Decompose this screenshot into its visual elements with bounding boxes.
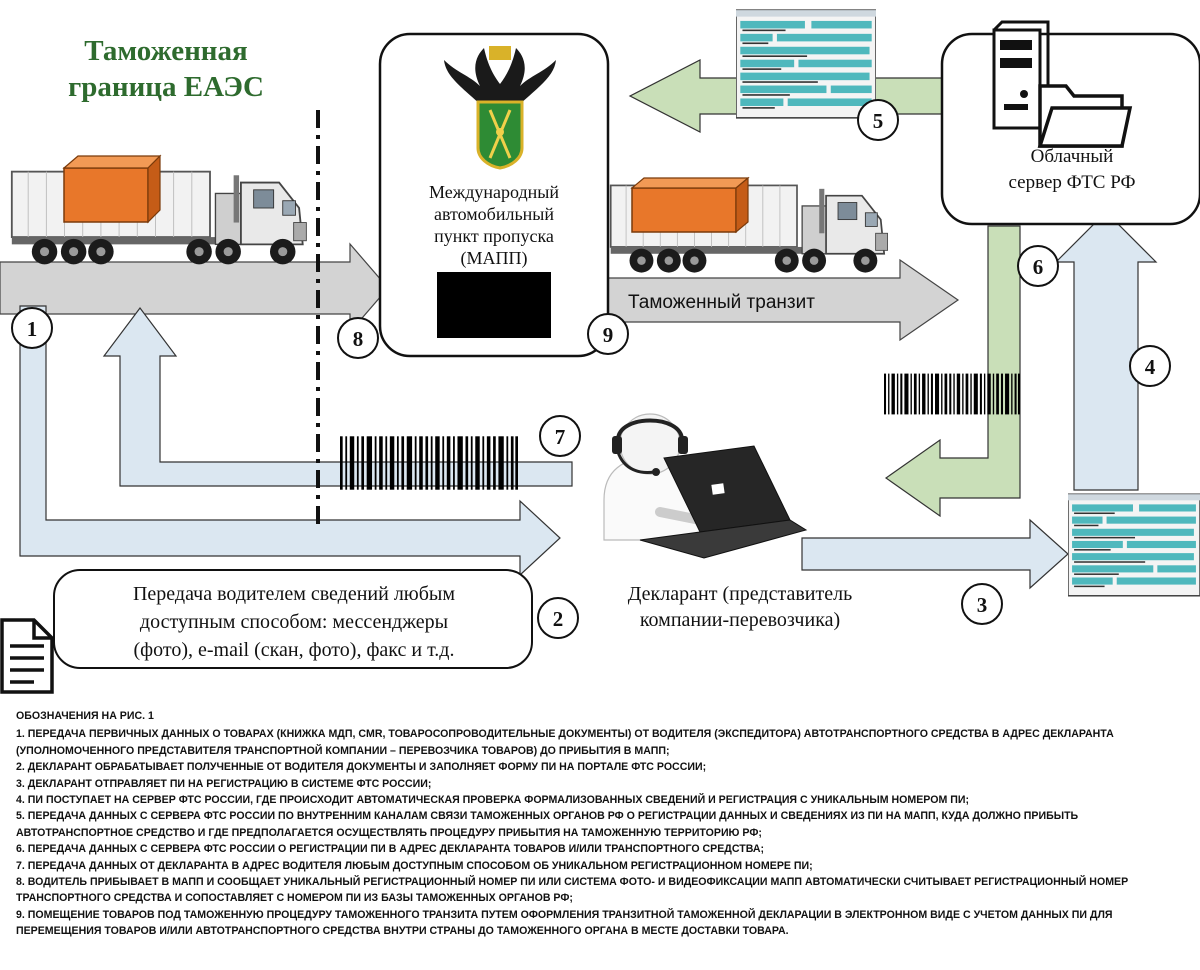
server-line2: сервер ФТС РФ xyxy=(1009,172,1136,193)
border-title-line1: Таможенная xyxy=(84,35,247,67)
truck-icon-transit xyxy=(609,176,889,274)
step-5-marker: 5 xyxy=(857,99,899,141)
svg-text:4: 4 xyxy=(1145,355,1156,379)
legend-item-4: 4. ПИ ПОСТУПАЕТ НА СЕРВЕР ФТС РОССИИ, ГД… xyxy=(16,794,969,807)
driver-note-box xyxy=(53,569,533,669)
svg-text:2: 2 xyxy=(553,607,564,631)
arrow-step-4 xyxy=(1054,211,1158,491)
step-6-marker: 6 xyxy=(1017,245,1059,287)
svg-text:9: 9 xyxy=(603,323,614,347)
arrival-arrow xyxy=(0,242,389,334)
step-8-marker: 8 xyxy=(337,317,379,359)
driver-note-line2: доступным способом: мессенджеры xyxy=(140,611,448,633)
legend-item-9: 9. ПОМЕЩЕНИЕ ТОВАРОВ ПОД ТАМОЖЕННУЮ ПРОЦ… xyxy=(16,908,1113,938)
declarant-line1: Декларант (представитель xyxy=(628,583,852,605)
legend-item-7: 7. ПЕРЕДАЧА ДАННЫХ ОТ ДЕКЛАРАНТА В АДРЕС… xyxy=(16,859,813,872)
svg-text:7: 7 xyxy=(555,425,566,449)
legend-item-2: 2. ДЕКЛАРАНТ ОБРАБАТЫВАЕТ ПОЛУЧЕННЫЕ ОТ … xyxy=(16,761,707,774)
transit-label: Таможенный транзит xyxy=(628,292,815,313)
mapp-line1: Международный xyxy=(429,182,559,202)
driver-note-line1: Передача водителем сведений любым xyxy=(133,583,455,605)
mapp-line4: (МАПП) xyxy=(461,248,528,269)
form-icon-right xyxy=(1068,493,1200,597)
mapp-line2: автомобильный xyxy=(434,204,554,224)
svg-text:6: 6 xyxy=(1033,255,1044,279)
process-diagram: Таможенная граница ЕАЭС Международный ав… xyxy=(0,9,1200,694)
legend: ОБОЗНАЧЕНИЯ НА РИС. 1 1. ПЕРЕДАЧА ПЕРВИЧ… xyxy=(16,708,1188,940)
server-line1: Облачный xyxy=(1031,146,1114,167)
border-title-line2: граница ЕАЭС xyxy=(68,71,264,103)
laptop-icon xyxy=(639,445,808,559)
customs-emblem-icon xyxy=(444,46,556,170)
legend-item-3: 3. ДЕКЛАРАНТ ОТПРАВЛЯЕТ ПИ НА РЕГИСТРАЦИ… xyxy=(16,777,432,790)
folder-icon xyxy=(1037,84,1133,148)
svg-text:8: 8 xyxy=(353,327,364,351)
server-icon xyxy=(992,20,1050,130)
svg-text:5: 5 xyxy=(873,109,884,133)
form-icon-top xyxy=(736,9,876,119)
legend-item-6: 6. ПЕРЕДАЧА ДАННЫХ С СЕРВЕРА ФТС РОССИИ … xyxy=(16,843,765,856)
document-icon xyxy=(0,618,54,694)
step-4-marker: 4 xyxy=(1129,345,1171,387)
truck-icon xyxy=(10,154,308,266)
driver-note-line3: (фото), e-mail (скан, фото), факс и т.д. xyxy=(134,639,455,661)
legend-item-8: 8. ВОДИТЕЛЬ ПРИБЫВАЕТ В МАПП И СООБЩАЕТ … xyxy=(16,876,1129,905)
step-9-marker: 9 xyxy=(587,313,629,355)
step-7-marker: 7 xyxy=(539,415,581,457)
legend-item-1: 1. ПЕРЕДАЧА ПЕРВИЧНЫХ ДАННЫХ О ТОВАРАХ (… xyxy=(16,728,1114,757)
legend-item-5: 5. ПЕРЕДАЧА ДАННЫХ С СЕРВЕРА ФТС РОССИИ … xyxy=(16,810,1079,839)
arrow-step-3 xyxy=(801,518,1069,590)
transit-arrow xyxy=(605,258,960,342)
svg-text:1: 1 xyxy=(27,317,38,341)
arrow-step-6 xyxy=(884,225,1021,518)
svg-text:3: 3 xyxy=(977,593,988,617)
mapp-line3: пункт пропуска xyxy=(434,226,554,246)
mapp-black-panel xyxy=(437,272,551,338)
legend-title: ОБОЗНАЧЕНИЯ НА РИС. 1 xyxy=(16,710,154,722)
declarant-line2: компании-перевозчика) xyxy=(640,609,840,631)
arrow-step-1 xyxy=(19,305,561,577)
step-3-marker: 3 xyxy=(961,583,1003,625)
step-2-marker: 2 xyxy=(537,597,579,639)
step-1-marker: 1 xyxy=(11,307,53,349)
